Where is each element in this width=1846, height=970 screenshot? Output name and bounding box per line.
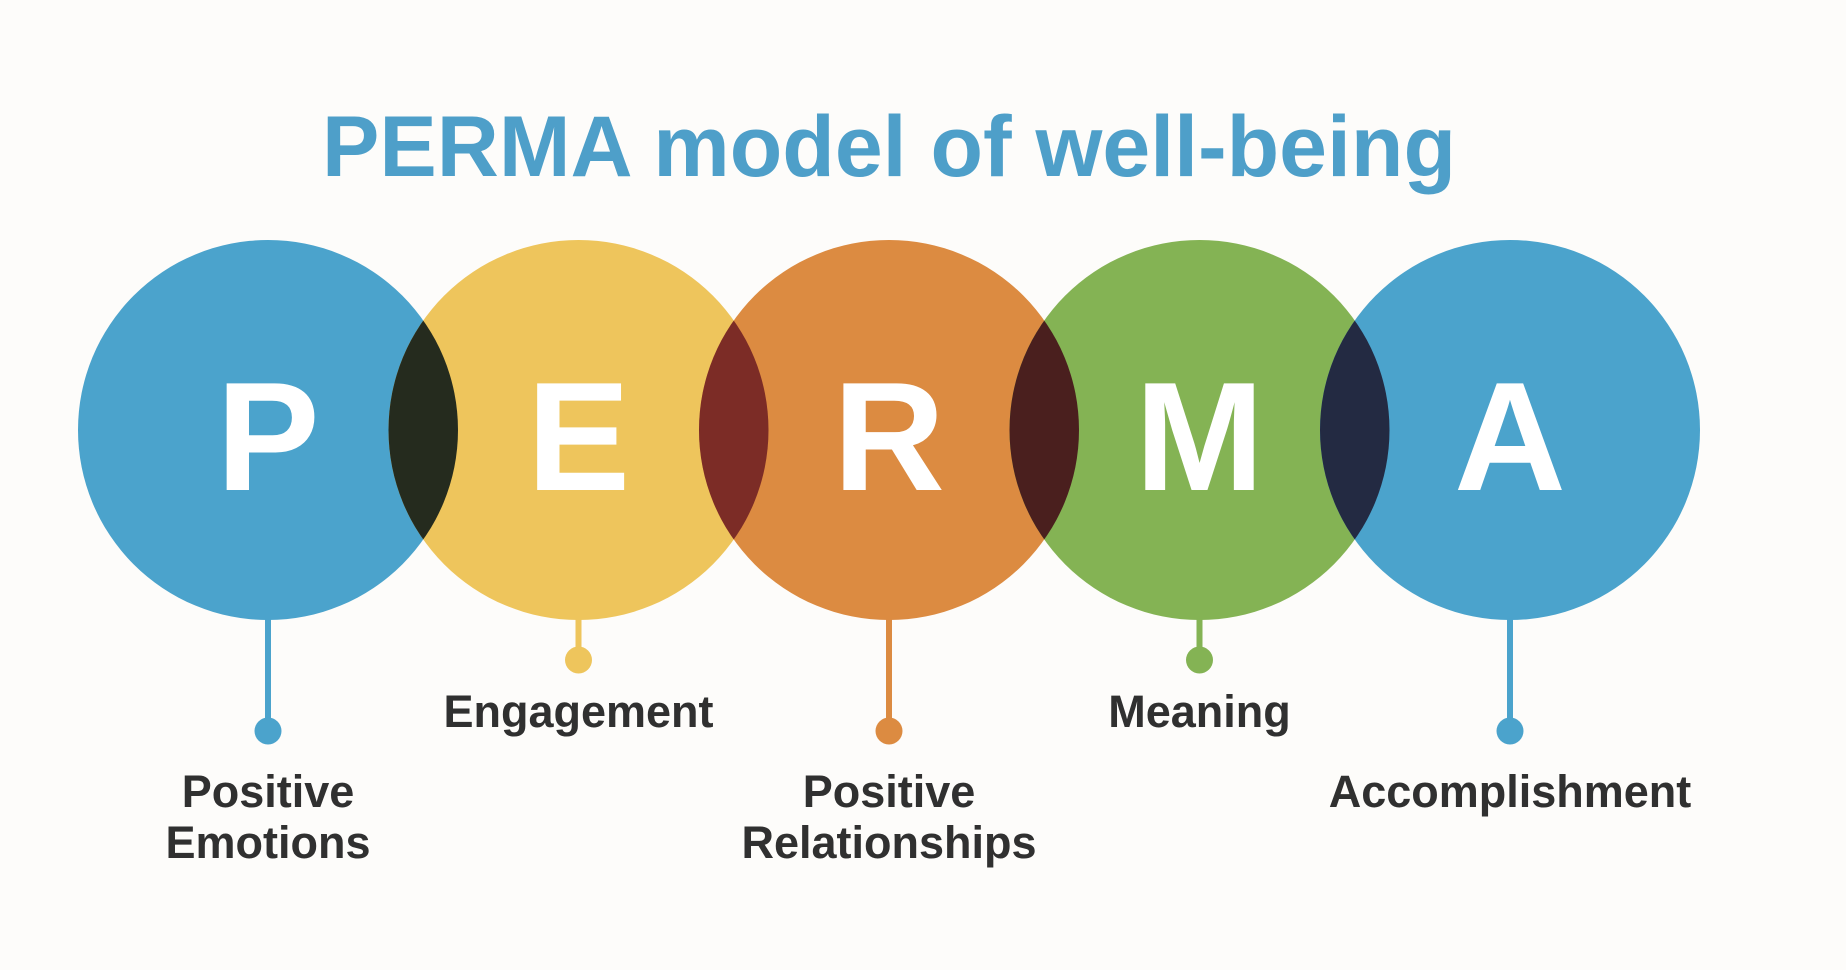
stem-dot-m [1186,646,1213,674]
circle-p [78,240,458,620]
circle-letter-a: A [1454,350,1566,523]
circle-letter-e: E [527,350,630,523]
circle-r [699,240,1079,620]
circle-a [1320,240,1700,620]
circle-label-p-line1: Positive [182,766,355,817]
circle-label-e: Engagement [443,686,713,737]
stem-dot-a [1496,717,1524,745]
circle-letter-r: R [833,350,945,523]
page-title: PERMA model of well-being [322,99,1456,195]
circle-label-p-line2: Emotions [165,817,370,868]
circle-label-r-line2: Relationships [741,817,1036,868]
circle-letter-p: P [216,350,319,523]
stem-dot-r [875,717,903,745]
circle-label-a: Accomplishment [1329,766,1692,817]
circle-e [388,240,769,620]
stem-dot-p [254,717,282,745]
circle-label-r-line1: Positive [803,766,976,817]
circle-letter-m: M [1135,350,1264,523]
circle-label-m: Meaning [1108,686,1291,737]
circle-m [1009,240,1390,620]
stem-dot-e [565,646,592,674]
